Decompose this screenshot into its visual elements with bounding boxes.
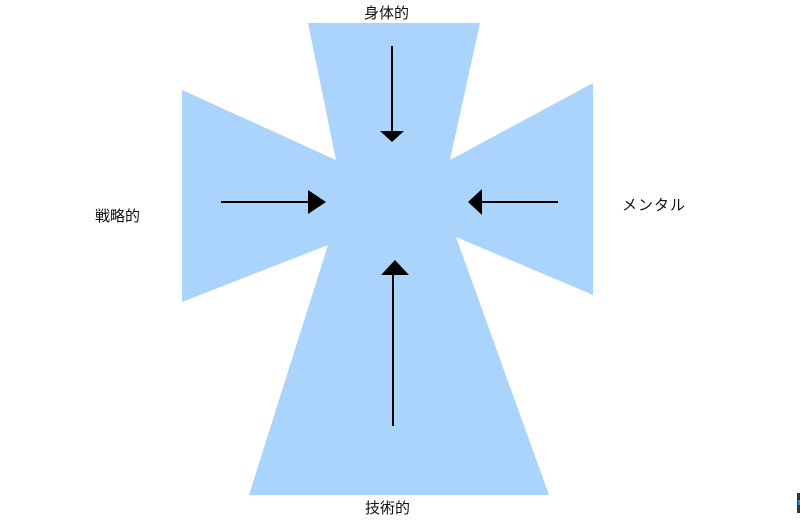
arrow-left-from-right (468, 189, 558, 215)
arrow-down-from-top (380, 46, 404, 142)
arrow-up-from-bottom (381, 260, 409, 426)
label-strategic: 戦略的 (95, 207, 141, 225)
label-physical: 身体的 (364, 4, 410, 22)
text-cursor-icon (797, 493, 800, 513)
cross-shape (182, 23, 593, 495)
label-technical: 技術的 (365, 499, 411, 517)
arrow-right-from-left (221, 190, 326, 214)
label-mental: メンタル (622, 196, 687, 214)
